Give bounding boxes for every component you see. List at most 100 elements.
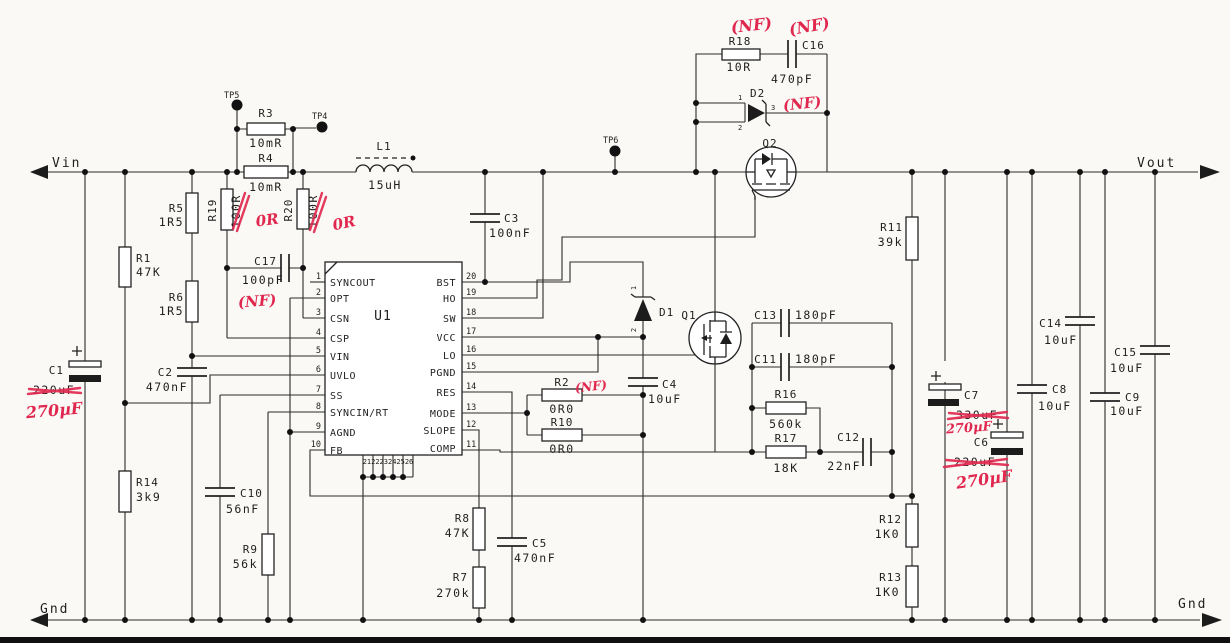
r4-value: 10mR: [249, 180, 283, 194]
component-r20: R20 100R 0R: [282, 188, 357, 234]
u1-pin-num: 9: [316, 422, 321, 432]
c6-strike: [942, 457, 1010, 469]
q1-ref: Q1: [681, 309, 696, 322]
component-c10: C10 56nF: [205, 487, 263, 516]
r17-ref: R17: [775, 432, 798, 445]
u1-pin-num: 7: [316, 385, 321, 395]
gnd-right-label: Gnd: [1178, 597, 1207, 612]
r20-strike: [308, 191, 328, 234]
r19-ref: R19: [206, 199, 219, 222]
u1-pin-num: 3: [316, 308, 321, 318]
c2-value: 470nF: [146, 380, 188, 394]
c16-nf-annotation: (NF): [787, 13, 831, 39]
d1-pin1: 1: [630, 286, 638, 290]
c3-ref: C3: [504, 212, 519, 225]
r10-value: 0R0: [549, 442, 574, 456]
c7-replacement: 270µF: [944, 419, 993, 437]
r17-value: 18K: [773, 461, 798, 475]
component-r11: R11 39k: [878, 216, 919, 261]
r3-value: 10mR: [249, 136, 283, 150]
component-c1: C1 220uF 270µF: [24, 346, 102, 422]
u1-pin-name: CSN: [330, 314, 350, 325]
component-c2: C2 470nF: [146, 366, 207, 394]
vin-label: Vin: [52, 156, 81, 171]
component-c7: C7 330uF 270µF: [928, 371, 1010, 438]
component-c14: C14 10uF: [1039, 316, 1095, 347]
c15-value: 10uF: [1110, 361, 1144, 375]
component-r4: R4 10mR: [243, 152, 289, 194]
tp5-pad: [231, 99, 243, 111]
r14-ref: R14: [136, 476, 159, 489]
u1-pin-name: FB: [330, 446, 343, 457]
d2-ref: D2: [750, 87, 765, 100]
r20-ref: R20: [282, 199, 295, 222]
r18-nf-annotation: (NF): [730, 14, 773, 37]
u1-pin-name: HO: [443, 294, 456, 305]
c1-ref: C1: [49, 364, 64, 377]
c14-value: 10uF: [1044, 333, 1078, 347]
r18-value: 10R: [726, 60, 751, 74]
r10-ref: R10: [551, 416, 574, 429]
c16-value: 470pF: [771, 72, 813, 86]
r16-ref: R16: [775, 388, 798, 401]
gnd-left-label: Gnd: [40, 602, 69, 617]
component-r10: R10 0R0: [541, 416, 583, 456]
d2-pin1: 1: [738, 94, 742, 102]
c1-strike: [26, 386, 83, 396]
c14-ref: C14: [1039, 317, 1062, 330]
component-r18: R18 10R: [721, 35, 761, 74]
r20-value: 100R: [306, 194, 320, 228]
u1-pin-num: 11: [466, 440, 476, 450]
r2-ref: R2: [554, 376, 569, 389]
u1-ref: U1: [374, 309, 392, 324]
r12-value: 1K0: [875, 527, 900, 541]
r2-nf-annotation: (NF): [574, 377, 608, 395]
r6-value: 1R5: [159, 304, 184, 318]
component-d2: 1 2 3 D2 (NF): [738, 87, 822, 132]
component-r13: R13 1K0: [875, 565, 919, 608]
u1-pin-num: 19: [466, 288, 476, 298]
component-c15: C15 10uF: [1110, 345, 1170, 375]
r11-ref: R11: [880, 221, 903, 234]
c6-ref: C6: [974, 436, 989, 449]
scan-edge: [0, 637, 1230, 643]
u1-pin-num: 8: [316, 402, 321, 412]
c1-plus-icon: [72, 346, 82, 356]
r2-value: 0R0: [549, 402, 574, 416]
u1-pin-name: OPT: [330, 294, 350, 305]
gnd-right-arrow-icon: [1202, 613, 1222, 627]
u1-pin-num: 6: [316, 365, 321, 375]
component-c4: C4 10uF: [628, 377, 680, 406]
u1-pin-num: 12: [466, 420, 476, 430]
r7-value: 270k: [436, 586, 470, 600]
u1-pin-name: RES: [436, 388, 456, 399]
u1-pin-num: 18: [466, 308, 476, 318]
tp4-label: TP4: [312, 112, 327, 122]
c5-ref: C5: [532, 537, 547, 550]
component-c3: C3 100nF: [470, 212, 530, 240]
d2-nf-annotation: (NF): [782, 93, 822, 115]
u1-pin-name: SYNCIN/RT: [330, 408, 389, 419]
u1-pin-name: VCC: [436, 333, 456, 344]
wires: [46, 53, 1200, 621]
c7-ref: C7: [964, 389, 979, 402]
component-r19: R19 100R 0R: [206, 188, 280, 233]
u1-pin-name: COMP: [430, 444, 456, 455]
c12-value: 22nF: [827, 459, 861, 473]
u1-pin-name: SYNCOUT: [330, 278, 376, 289]
c8-value: 10uF: [1038, 399, 1072, 413]
c13-value: 180pF: [795, 308, 837, 322]
vin-arrow-icon: [30, 165, 48, 179]
u1-pin-num: 10: [311, 440, 321, 450]
r9-value: 56k: [233, 557, 258, 571]
r14-value: 3k9: [136, 490, 161, 504]
c9-ref: C9: [1125, 391, 1140, 404]
u1-pin-name: SS: [330, 391, 343, 402]
vout-arrow-icon: [1200, 165, 1220, 179]
c10-ref: C10: [240, 487, 263, 500]
u1-pin-name: BST: [436, 278, 456, 289]
u1-pin-num: 14: [466, 382, 476, 392]
r1-value: 47K: [136, 265, 161, 279]
tp6-label: TP6: [603, 136, 618, 146]
